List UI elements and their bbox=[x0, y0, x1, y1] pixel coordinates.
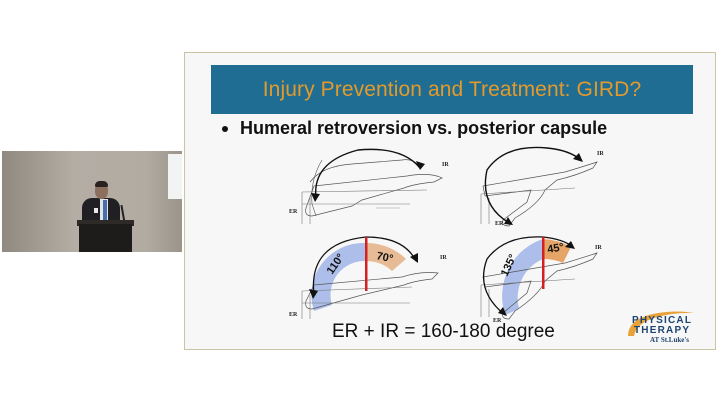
bullet-text: Humeral retroversion vs. posterior capsu… bbox=[240, 118, 608, 138]
logo-swoosh-icon bbox=[628, 311, 694, 336]
bullet-dot-icon bbox=[222, 125, 228, 132]
slide-title-bar: Injury Prevention and Treatment: GIRD? bbox=[211, 65, 693, 114]
speaker-video-thumbnail[interactable] bbox=[2, 151, 182, 252]
podium-top bbox=[77, 220, 134, 226]
rom-formula: ER + IR = 160-180 degree bbox=[332, 321, 555, 342]
shoulder-rotation-figure-top-right: ER IR bbox=[475, 146, 605, 230]
bullet-item: Humeral retroversion vs. posterior capsu… bbox=[222, 118, 607, 139]
slide-title: Injury Prevention and Treatment: GIRD? bbox=[262, 77, 642, 101]
er-label: ER bbox=[289, 209, 298, 215]
logo-line-2: THERAPY bbox=[634, 325, 691, 336]
ir-label: IR bbox=[442, 162, 449, 168]
speaker-badge bbox=[94, 208, 98, 213]
logo-line-3: AT St.Luke's bbox=[650, 336, 690, 344]
ir-label: IR bbox=[597, 151, 604, 157]
physical-therapy-logo: PHYSICAL THERAPY AT St.Luke's bbox=[622, 310, 714, 348]
speaker-tie bbox=[103, 200, 107, 220]
er-label: ER bbox=[289, 312, 298, 318]
shoulder-rotation-figure-top-left: ER IR bbox=[289, 146, 452, 230]
shoulder-rotation-figure-bottom-left: 110° 70° ER IR bbox=[289, 233, 452, 321]
ir-angle-text: 45° bbox=[546, 241, 564, 256]
er-label: ER bbox=[495, 221, 504, 227]
ir-label: IR bbox=[595, 245, 602, 251]
logo-line-1: PHYSICAL bbox=[632, 315, 693, 326]
presentation-slide: Injury Prevention and Treatment: GIRD? H… bbox=[184, 52, 716, 350]
er-label: ER bbox=[493, 318, 502, 324]
projection-screen-edge bbox=[168, 154, 182, 199]
shoulder-rotation-figure-bottom-right: 135° 45° ER IR bbox=[475, 233, 605, 324]
arc-range-illustration: 110° 70° bbox=[301, 236, 439, 319]
podium bbox=[79, 224, 132, 252]
arm-rotation-illustration bbox=[301, 148, 443, 224]
arm-rotation-illustration bbox=[480, 146, 598, 227]
speaker-hair bbox=[95, 181, 108, 187]
arc-range-illustration: 135° 45° bbox=[480, 236, 598, 320]
ir-label: IR bbox=[440, 255, 447, 261]
ir-angle-text: 70° bbox=[375, 250, 394, 265]
